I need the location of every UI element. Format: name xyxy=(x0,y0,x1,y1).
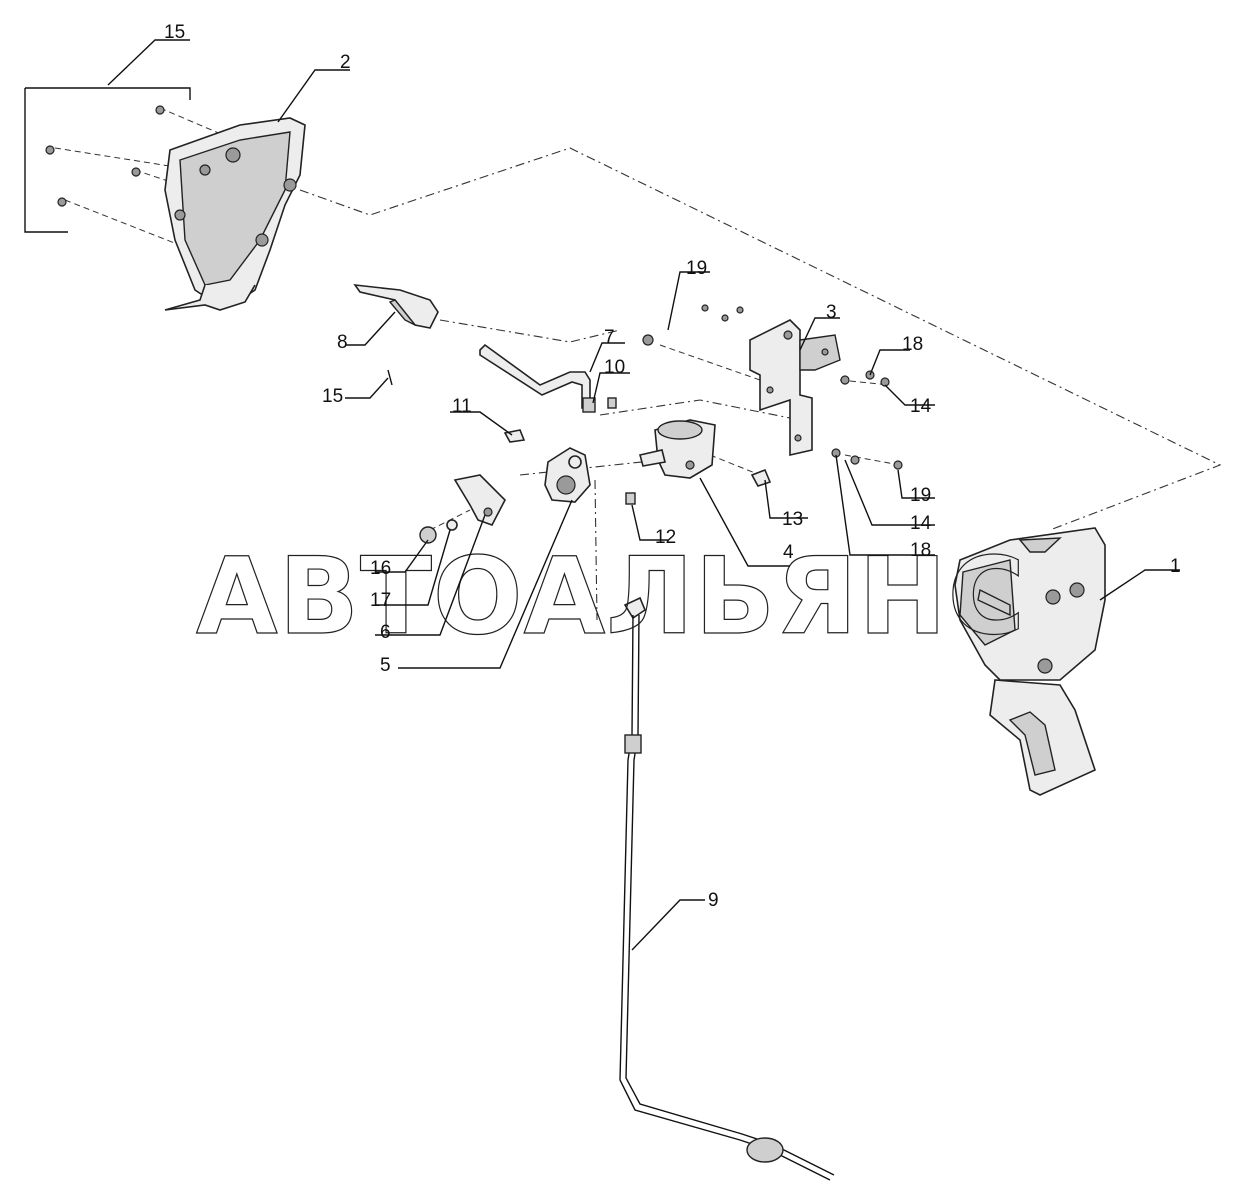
callout-3: 3 xyxy=(826,302,837,323)
bracket xyxy=(642,304,903,470)
callout-16: 16 xyxy=(370,558,391,579)
callout-17: 17 xyxy=(370,590,391,611)
callout-14a: 14 xyxy=(910,396,932,417)
callout-15a: 15 xyxy=(164,22,185,43)
switch-housing xyxy=(639,419,772,487)
callout-labels: 15 2 19 3 18 14 8 7 10 15 11 13 19 14 12… xyxy=(164,22,1181,911)
rear-housing xyxy=(24,87,306,311)
callout-5: 5 xyxy=(380,655,391,676)
callout-18b: 18 xyxy=(910,540,931,561)
watermark: АВТОАЛЬЯНС xyxy=(196,535,1026,658)
lever-rod xyxy=(479,343,617,413)
callout-10: 10 xyxy=(604,357,625,378)
callout-11: 11 xyxy=(452,396,472,417)
front-housing xyxy=(954,527,1106,796)
callout-13: 13 xyxy=(782,509,803,530)
callout-19b: 19 xyxy=(910,485,931,506)
pivot-group xyxy=(419,429,636,544)
callout-12: 12 xyxy=(655,527,676,548)
callout-9: 9 xyxy=(708,890,719,911)
callout-7: 7 xyxy=(604,327,615,348)
callout-19a: 19 xyxy=(686,258,707,279)
callout-6: 6 xyxy=(380,622,391,643)
callout-1: 1 xyxy=(1170,556,1181,577)
callout-8: 8 xyxy=(337,332,348,353)
callout-4: 4 xyxy=(783,542,794,563)
callout-2: 2 xyxy=(340,52,351,73)
callout-14b: 14 xyxy=(910,513,932,534)
assembly-lines xyxy=(54,107,1222,621)
lever-knob xyxy=(353,284,439,386)
callout-leaders xyxy=(107,39,1180,951)
callout-15b: 15 xyxy=(322,386,343,407)
cable xyxy=(619,596,835,1181)
callout-18a: 18 xyxy=(902,334,923,355)
